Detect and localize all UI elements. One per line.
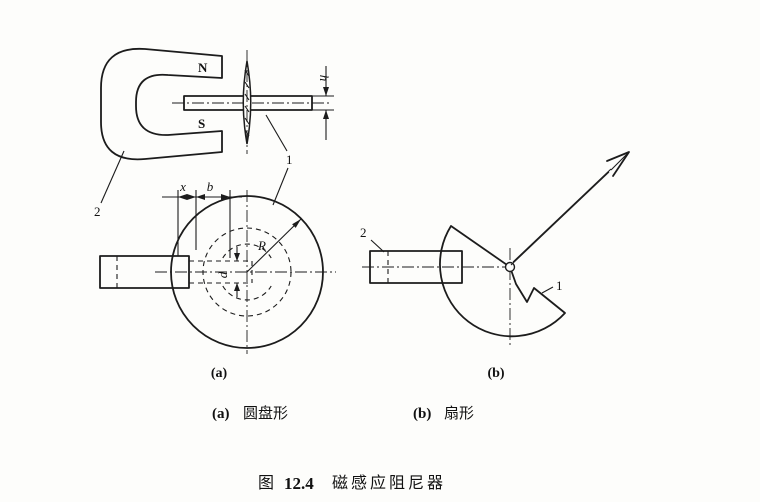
pole-s-label: S: [198, 116, 205, 131]
dim-b-label: b: [207, 179, 214, 194]
caption-figure-number: 12.4: [284, 474, 314, 493]
disc-edge-view: [242, 50, 252, 154]
leader-lines-a: [100, 114, 289, 206]
d-dimension: d: [215, 247, 240, 297]
dim-d-label: d: [215, 271, 230, 278]
submarker-a: (a): [211, 366, 228, 381]
shaft-top-view: [172, 95, 332, 111]
subcaption-a-tag: (a): [212, 406, 230, 422]
h-dimension: h: [312, 66, 334, 140]
subcaption-b-tag: (b): [413, 406, 431, 422]
part-label-1-sector: 1: [556, 278, 563, 293]
magnet-top-view: [100, 47, 223, 161]
bar-side-view-b: [362, 250, 516, 284]
sector-disc: [439, 225, 566, 348]
subcaption-a-name: 圆盘形: [243, 404, 288, 422]
leader-lines-b: [370, 239, 554, 294]
dim-x-label: x: [179, 179, 186, 194]
disc-front-view: [155, 190, 336, 354]
dim-h-label: h: [317, 75, 332, 82]
submarker-b: (b): [487, 366, 504, 381]
pivot-center: [504, 261, 516, 273]
pole-n-label: N: [198, 60, 208, 75]
subcaption-b-name: 扇形: [444, 405, 474, 422]
pointer-arrow: [510, 151, 630, 266]
dim-r-label: R: [257, 238, 266, 253]
part-label-1-disc: 1: [286, 152, 293, 167]
part-label-2-bar: 2: [360, 225, 367, 240]
bar-front-view: [99, 255, 253, 289]
r-radius-line: R: [246, 218, 302, 273]
part-label-2-magnet: 2: [94, 204, 101, 219]
xb-dimension: x b: [162, 179, 242, 258]
caption-figure-title: 磁感应阻尼器: [332, 473, 446, 492]
caption-figure-word: 图: [258, 475, 277, 492]
